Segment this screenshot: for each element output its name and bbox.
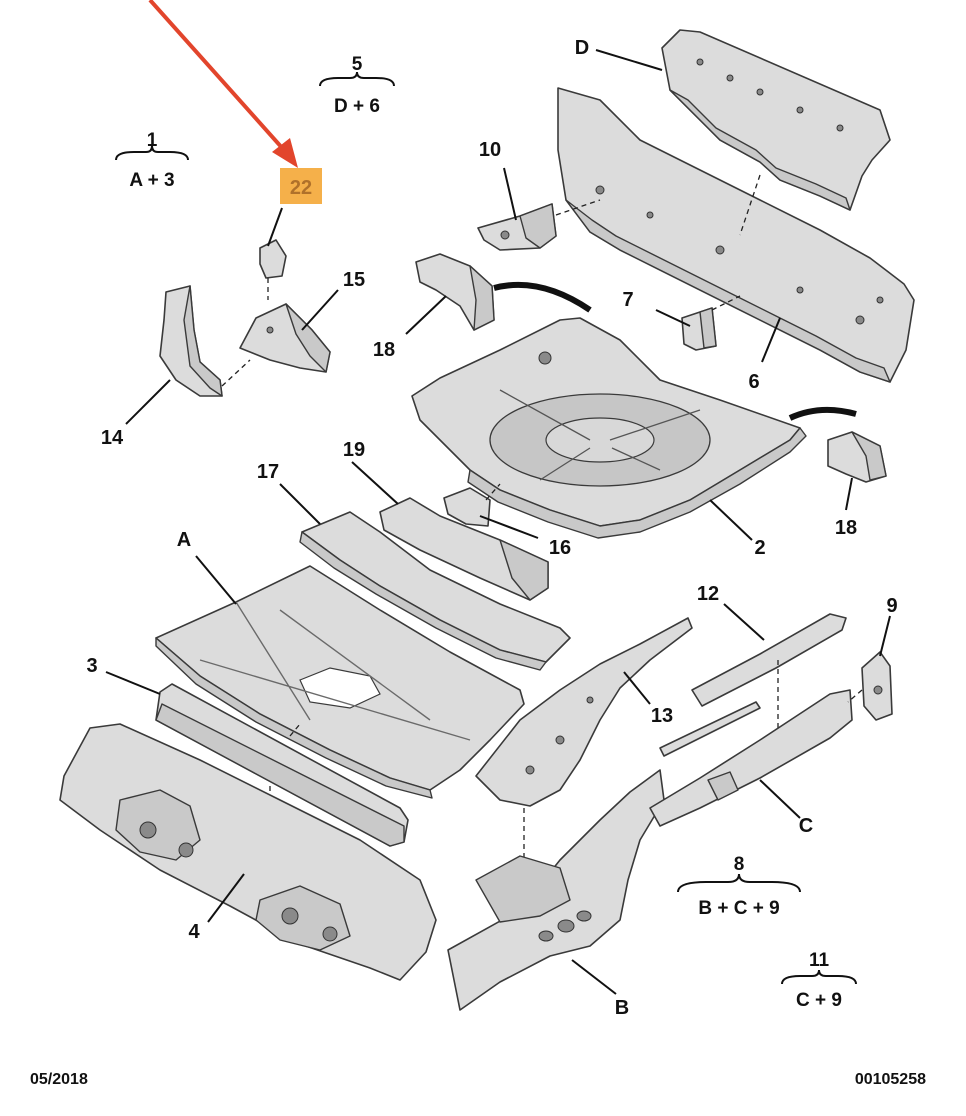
label-C: C bbox=[799, 815, 813, 837]
group-1-bottom: A + 3 bbox=[129, 170, 174, 191]
group-5-top: 5 bbox=[352, 54, 363, 75]
group-1-top: 1 bbox=[147, 130, 158, 151]
part-18-left-bracket[interactable] bbox=[415, 253, 495, 331]
part-9-bracket[interactable] bbox=[861, 651, 893, 721]
label-18-left: 18 bbox=[373, 339, 395, 361]
part-22-clip[interactable] bbox=[259, 239, 287, 279]
part-15-bracket[interactable] bbox=[239, 303, 331, 373]
part-c-rear-rail[interactable] bbox=[649, 689, 853, 827]
highlight-label: 22 bbox=[290, 177, 312, 199]
group-8-top: 8 bbox=[734, 854, 745, 875]
footer-ref: 00105258 bbox=[855, 1071, 926, 1088]
label-19: 19 bbox=[343, 439, 365, 461]
label-15: 15 bbox=[343, 269, 365, 291]
label-3: 3 bbox=[86, 655, 97, 677]
label-D: D bbox=[575, 37, 589, 59]
group-11-top: 11 bbox=[809, 950, 830, 971]
highlight-arrow bbox=[148, 0, 298, 168]
label-B: B bbox=[615, 997, 629, 1019]
group-5-bottom: D + 6 bbox=[334, 96, 380, 117]
group-1: 1 A + 3 bbox=[115, 130, 189, 191]
part-14-pillar[interactable] bbox=[159, 285, 223, 397]
part-7-bracket[interactable] bbox=[681, 307, 717, 351]
part-4-front-crossmember[interactable] bbox=[59, 723, 437, 981]
part-16-bracket[interactable] bbox=[443, 487, 491, 527]
label-6: 6 bbox=[748, 371, 759, 393]
label-9: 9 bbox=[886, 595, 897, 617]
part-bar-connector[interactable] bbox=[659, 701, 761, 757]
group-11-bottom: C + 9 bbox=[796, 990, 842, 1011]
part-b-side-sill[interactable] bbox=[447, 769, 665, 1011]
part-18-right-bracket[interactable] bbox=[827, 431, 887, 483]
label-14: 14 bbox=[101, 427, 124, 449]
group-8: 8 B + C + 9 bbox=[677, 854, 801, 919]
group-5: 5 D + 6 bbox=[319, 54, 395, 117]
part-d-rear-upper-panel[interactable] bbox=[661, 29, 891, 211]
footer-date: 05/2018 bbox=[30, 1071, 88, 1088]
part-12-rail[interactable] bbox=[691, 613, 847, 707]
label-17: 17 bbox=[257, 461, 279, 483]
part-10-bracket[interactable] bbox=[477, 203, 557, 251]
part-19-crossmember[interactable] bbox=[379, 497, 549, 601]
highlight-badge-22[interactable]: 22 bbox=[280, 168, 322, 204]
label-7: 7 bbox=[622, 289, 633, 311]
part-17-crossmember[interactable] bbox=[299, 511, 571, 671]
label-A: A bbox=[177, 529, 191, 551]
label-18-right: 18 bbox=[835, 517, 857, 539]
label-4: 4 bbox=[188, 921, 200, 943]
part-a-center-floor[interactable] bbox=[155, 565, 525, 799]
part-3-cross-rail[interactable] bbox=[155, 683, 409, 847]
part-2-rear-floor[interactable] bbox=[411, 317, 807, 539]
part-6-rear-panel[interactable] bbox=[557, 87, 915, 383]
part-13-side-rail[interactable] bbox=[475, 617, 693, 807]
label-12: 12 bbox=[697, 583, 719, 605]
label-13: 13 bbox=[651, 705, 673, 727]
group-8-bottom: B + C + 9 bbox=[698, 898, 779, 919]
label-2: 2 bbox=[754, 537, 765, 559]
label-16: 16 bbox=[549, 537, 571, 559]
label-10: 10 bbox=[479, 139, 501, 161]
group-11: 11 C + 9 bbox=[781, 950, 857, 1011]
